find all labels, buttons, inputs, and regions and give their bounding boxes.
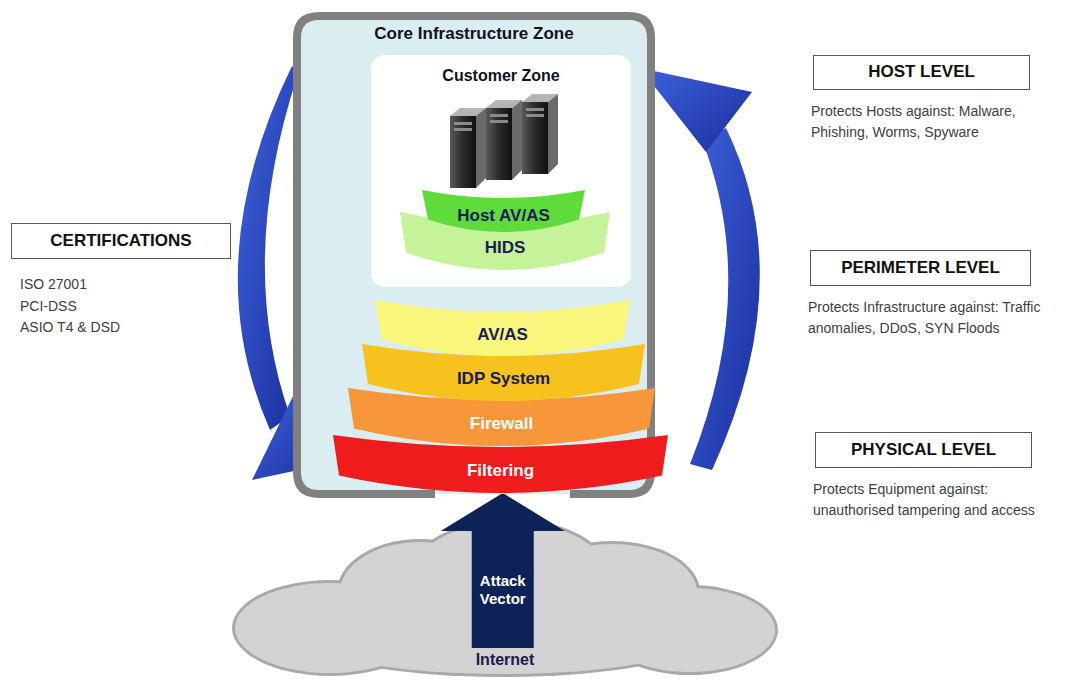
band-label: IDP System [362,369,645,389]
level-description: Protects Infrastructure against: Traffic… [808,297,1048,339]
band-outline [375,300,630,356]
security-band: AV/AS [375,300,630,356]
cloud-label-area: Internet [455,648,555,674]
level-box: PERIMETER LEVELProtects Infrastructure a… [810,250,1031,286]
cloud-label: Internet [455,651,555,669]
box-heading: PERIMETER LEVEL [811,258,1030,278]
server-illustration [440,88,570,192]
zone-title: Core Infrastructure Zone [293,24,655,44]
level-box: PHYSICAL LEVELProtects Equipment against… [815,432,1032,468]
box-heading: PHYSICAL LEVEL [816,440,1031,460]
box-heading: CERTIFICATIONS [12,231,230,251]
certification-item: ISO 27001 [20,274,87,295]
band-outline [348,388,655,446]
level-description: Protects Hosts against: Malware, Phishin… [811,101,1051,143]
arrow-label: Attack Vector [473,572,533,608]
certification-item: ASIO T4 & DSD [20,317,120,338]
band-outline [362,344,645,401]
security-band: Host AV/AS [422,190,585,232]
band-outline [333,435,668,493]
attack-arrow-shape [441,493,565,648]
cycle-arrow-right [640,68,760,470]
level-description: Protects Equipment against: unauthorised… [813,479,1053,521]
zone-box: Core Infrastructure ZoneCustomer ZoneHos… [293,12,655,498]
certification-item: PCI-DSS [20,296,77,317]
band-label: Filtering [333,461,668,481]
level-box: CERTIFICATIONSISO 27001PCI-DSSASIO T4 & … [11,223,231,259]
level-box: HOST LEVELProtects Hosts against: Malwar… [813,55,1030,90]
band-outline [400,212,610,270]
attack-arrow [441,493,565,648]
zone-title: Customer Zone [371,67,631,85]
band-label: HIDS [400,238,610,258]
band-label: Host AV/AS [422,206,585,226]
box-heading: HOST LEVEL [814,62,1029,82]
band-label: AV/AS [375,325,630,345]
band-label: Firewall [348,414,655,434]
